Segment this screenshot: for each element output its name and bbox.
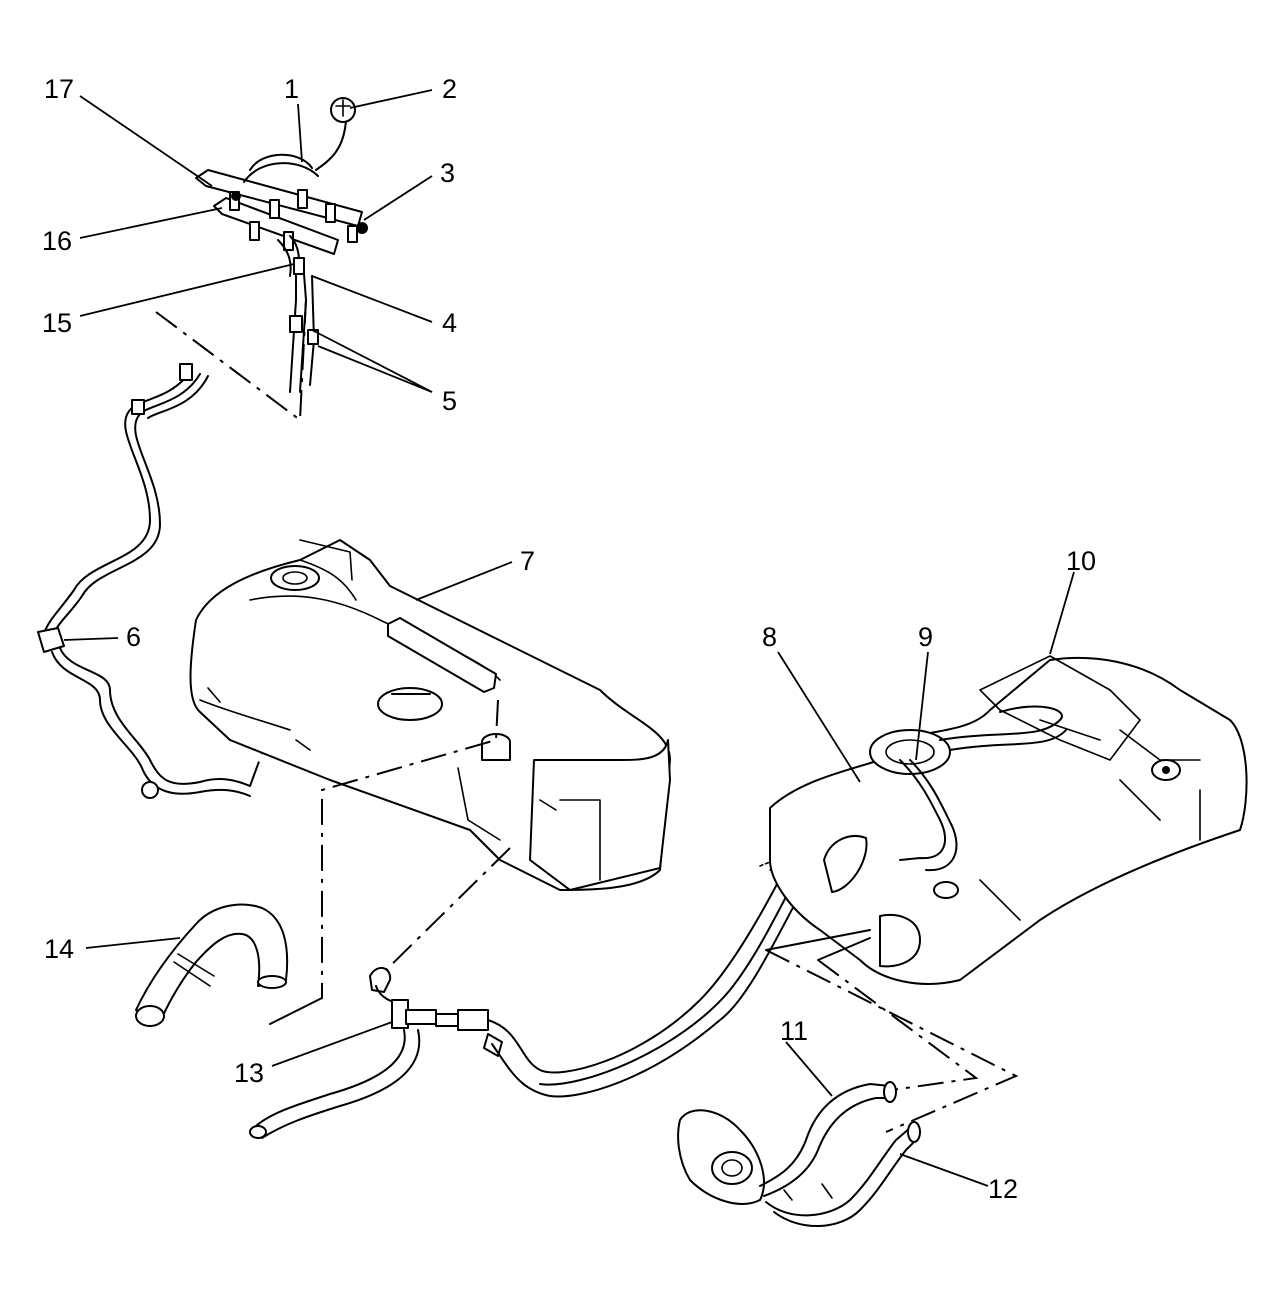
connector-block-13 xyxy=(249,966,503,1139)
fuel-tank-7 xyxy=(189,539,671,891)
callout-4: 4 xyxy=(442,308,457,338)
callout-10: 10 xyxy=(1066,546,1096,576)
rail-feed-lines xyxy=(155,273,319,422)
fuel-rail-assembly xyxy=(195,97,368,277)
fuel-injectors xyxy=(229,189,358,251)
callout-9: 9 xyxy=(918,622,933,652)
callout-3: 3 xyxy=(440,158,455,188)
callout-6: 6 xyxy=(126,622,141,652)
callout-15: 15 xyxy=(42,308,72,338)
callout-16: 16 xyxy=(42,226,72,256)
callout-2: 2 xyxy=(442,74,457,104)
callout-11: 11 xyxy=(780,1016,808,1046)
leader-lines xyxy=(63,89,1075,1187)
callout-labels: 1 2 3 4 5 6 7 8 9 10 11 12 13 14 15 16 1… xyxy=(42,74,1096,1204)
callout-12: 12 xyxy=(988,1174,1018,1204)
callout-14: 14 xyxy=(44,934,74,964)
callout-5: 5 xyxy=(442,386,457,416)
callout-8: 8 xyxy=(762,622,777,652)
callout-7: 7 xyxy=(520,546,535,576)
callout-17: 17 xyxy=(44,74,74,104)
callout-13: 13 xyxy=(234,1058,264,1088)
fill-connections-7 xyxy=(269,699,511,1025)
fill-connections-10 xyxy=(765,929,1019,1133)
filler-hose-14 xyxy=(135,903,289,1027)
callout-1: 1 xyxy=(284,74,299,104)
fuel-tank-10 xyxy=(769,655,1248,985)
filler-hoses-11-12 xyxy=(677,1081,921,1228)
